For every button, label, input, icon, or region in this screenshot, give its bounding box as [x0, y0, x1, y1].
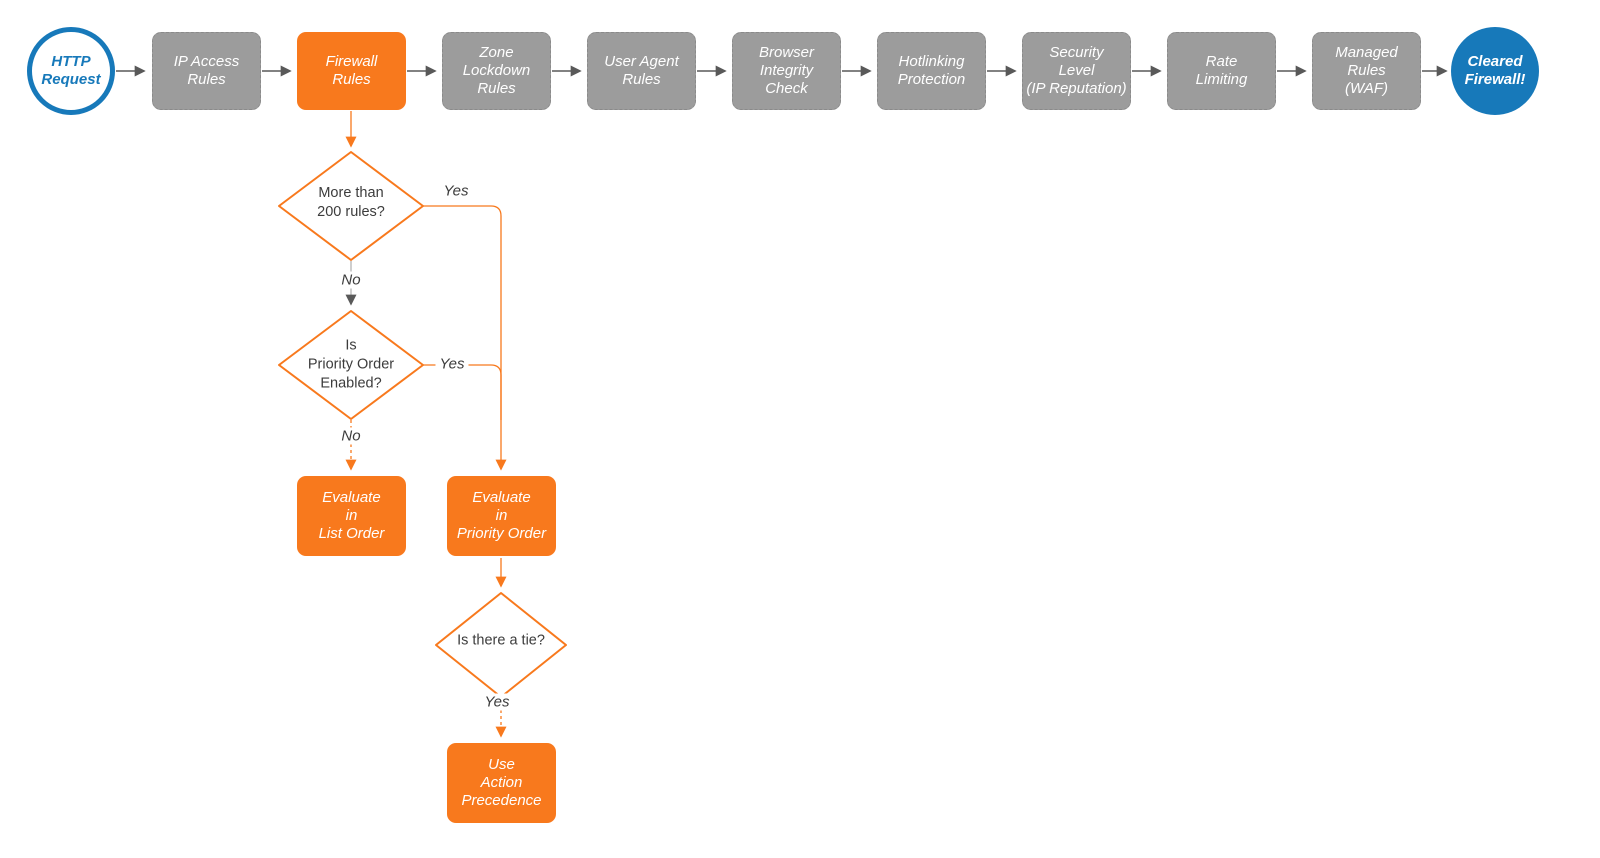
stage-security-level: Security Level (IP Reputation): [1022, 32, 1131, 110]
stage-label: Browser Integrity Check: [758, 43, 814, 98]
stage-label: User Agent Rules: [604, 52, 679, 88]
end-node-label: Cleared Firewall!: [1464, 52, 1526, 88]
stage-label: Firewall Rules: [325, 52, 378, 88]
stage-label: Security Level (IP Reputation): [1026, 43, 1127, 98]
stage-label: IP Access Rules: [173, 52, 240, 88]
stage-firewall-rules: Firewall Rules: [297, 32, 406, 110]
stage-label: Rate Limiting: [1195, 52, 1248, 88]
decision-priority-order-enabled: [278, 310, 424, 420]
action-use-action-precedence: Use Action Precedence: [447, 743, 556, 823]
stage-user-agent-rules: User Agent Rules: [587, 32, 696, 110]
edge-yes-to-evaluate-priority-order: [423, 205, 507, 471]
stage-label: Hotlinking Protection: [897, 52, 966, 88]
end-node-cleared-firewall: Cleared Firewall!: [1451, 27, 1539, 115]
stage-ip-access-rules: IP Access Rules: [152, 32, 261, 110]
stage-managed-rules-waf: Managed Rules (WAF): [1312, 32, 1421, 110]
decision-priority-order-enabled-label: Is Priority Order Enabled?: [307, 337, 395, 392]
action-label: Use Action Precedence: [461, 755, 542, 810]
stage-zone-lockdown-rules: Zone Lockdown Rules: [442, 32, 551, 110]
edge-label-yes-1: Yes: [439, 182, 473, 200]
start-node-http-request: HTTP Request: [27, 27, 115, 115]
decision-more-than-200-rules-label: More than 200 rules?: [317, 185, 385, 220]
edge-label-yes-3: Yes: [480, 693, 514, 711]
decision-more-than-200-rules: [278, 151, 424, 261]
edge-label-yes-2: Yes: [435, 355, 469, 373]
stage-label: Zone Lockdown Rules: [462, 43, 531, 98]
edge-label-no-2: No: [337, 427, 365, 445]
action-evaluate-list-order: Evaluate in List Order: [297, 476, 406, 556]
stage-browser-integrity-check: Browser Integrity Check: [732, 32, 841, 110]
stage-label: Managed Rules (WAF): [1335, 43, 1398, 98]
edge-label-no-1: No: [337, 271, 365, 289]
edge-yes-priority-merge: [423, 364, 502, 420]
action-evaluate-priority-order: Evaluate in Priority Order: [447, 476, 556, 556]
action-label: Evaluate in Priority Order: [456, 488, 547, 543]
action-label: Evaluate in List Order: [318, 488, 385, 543]
stage-rate-limiting: Rate Limiting: [1167, 32, 1276, 110]
start-node-label: HTTP Request: [41, 52, 101, 88]
stage-hotlinking-protection: Hotlinking Protection: [877, 32, 986, 110]
decision-is-there-a-tie-label: Is there a tie?: [457, 632, 545, 649]
